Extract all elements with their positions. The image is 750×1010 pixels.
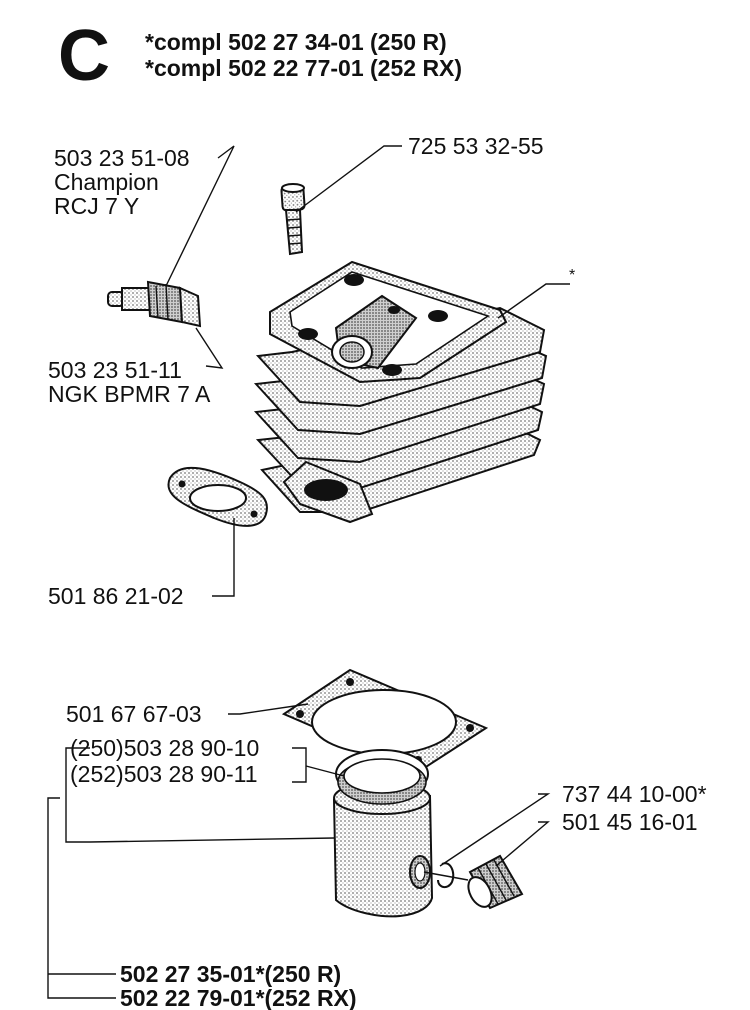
circlip-illustration <box>437 862 455 888</box>
cylinder-illustration <box>253 260 548 524</box>
callout-spark-plug-champion-part-no: 503 23 51-08 <box>54 145 190 171</box>
callout-cylinder-star: * <box>569 267 575 284</box>
needle-bearing-illustration <box>467 854 524 910</box>
exhaust-gasket-illustration <box>167 466 268 527</box>
callout-base-gasket: 501 67 67-03 <box>66 701 202 727</box>
callout-piston-kit-252: 502 22 79-01*(252 RX) <box>120 985 357 1010</box>
base-gasket-illustration <box>281 668 489 774</box>
callout-piston-kit-250: 502 27 35-01*(250 R) <box>120 961 341 987</box>
callout-spark-plug-ngk-type: NGK BPMR 7 A <box>48 381 211 407</box>
callout-spark-plug-champion-type: RCJ 7 Y <box>54 193 139 219</box>
callout-piston-ring-250: (250)503 28 90-10 <box>70 735 259 761</box>
leader-lines <box>47 145 570 999</box>
section-letter: C <box>58 16 110 96</box>
callout-needle-bearing: 501 45 16-01 <box>562 809 698 835</box>
callout-exhaust-gasket: 501 86 21-02 <box>48 583 184 609</box>
callout-circlip: 737 44 10-00* <box>562 781 707 807</box>
piston-illustration <box>332 749 469 918</box>
header-line-2: *compl 502 22 77-01 (252 RX) <box>145 55 462 81</box>
callout-spark-plug-champion-brand: Champion <box>54 169 159 195</box>
callout-spark-plug-ngk-part-no: 503 23 51-11 <box>48 357 182 383</box>
spark-plug-illustration <box>107 280 202 328</box>
header-line-1: *compl 502 27 34-01 (250 R) <box>145 29 447 55</box>
callout-cylinder-screw: 725 53 32-55 <box>408 133 544 159</box>
cylinder-screw-illustration <box>280 183 306 256</box>
callout-piston-ring-252: (252)503 28 90-11 <box>70 761 258 787</box>
